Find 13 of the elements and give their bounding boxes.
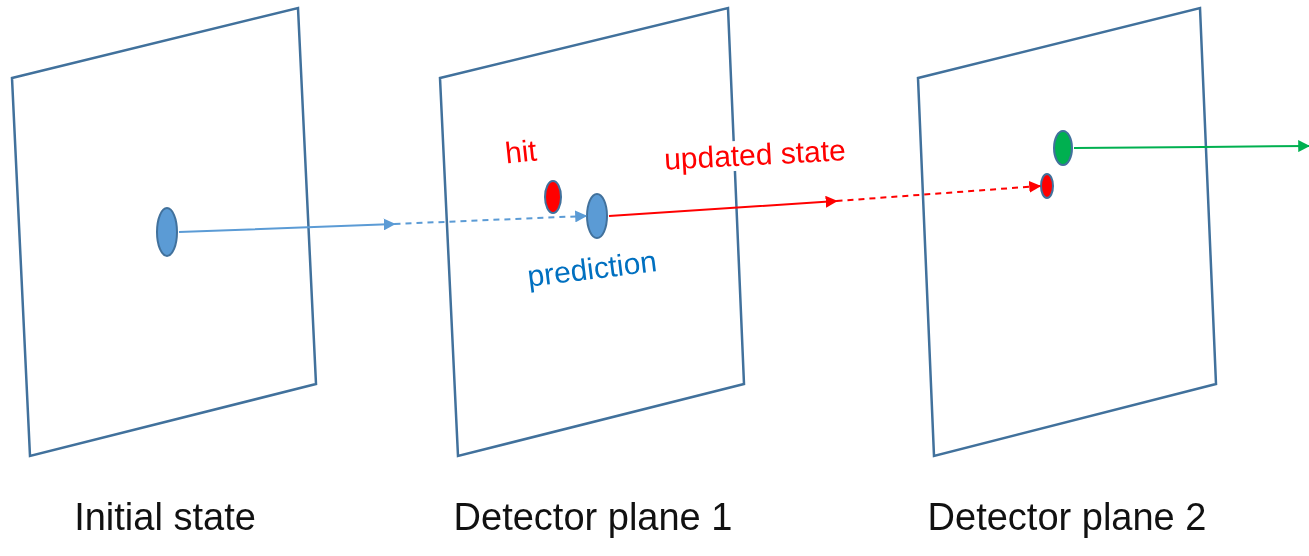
plane-caption: Detector plane 2 xyxy=(926,496,1208,539)
point-marker xyxy=(585,192,609,240)
point-label: prediction xyxy=(525,244,659,294)
point-marker xyxy=(543,179,563,215)
point-marker xyxy=(1052,129,1074,167)
point-marker xyxy=(155,206,179,258)
point-label: hit xyxy=(503,133,539,171)
plane-caption: Initial state xyxy=(73,496,257,539)
arrow xyxy=(608,181,1041,217)
plane-caption: Detector plane 1 xyxy=(452,496,734,539)
arrow xyxy=(1073,140,1309,153)
arrow xyxy=(178,210,587,233)
point-marker xyxy=(1039,172,1055,200)
